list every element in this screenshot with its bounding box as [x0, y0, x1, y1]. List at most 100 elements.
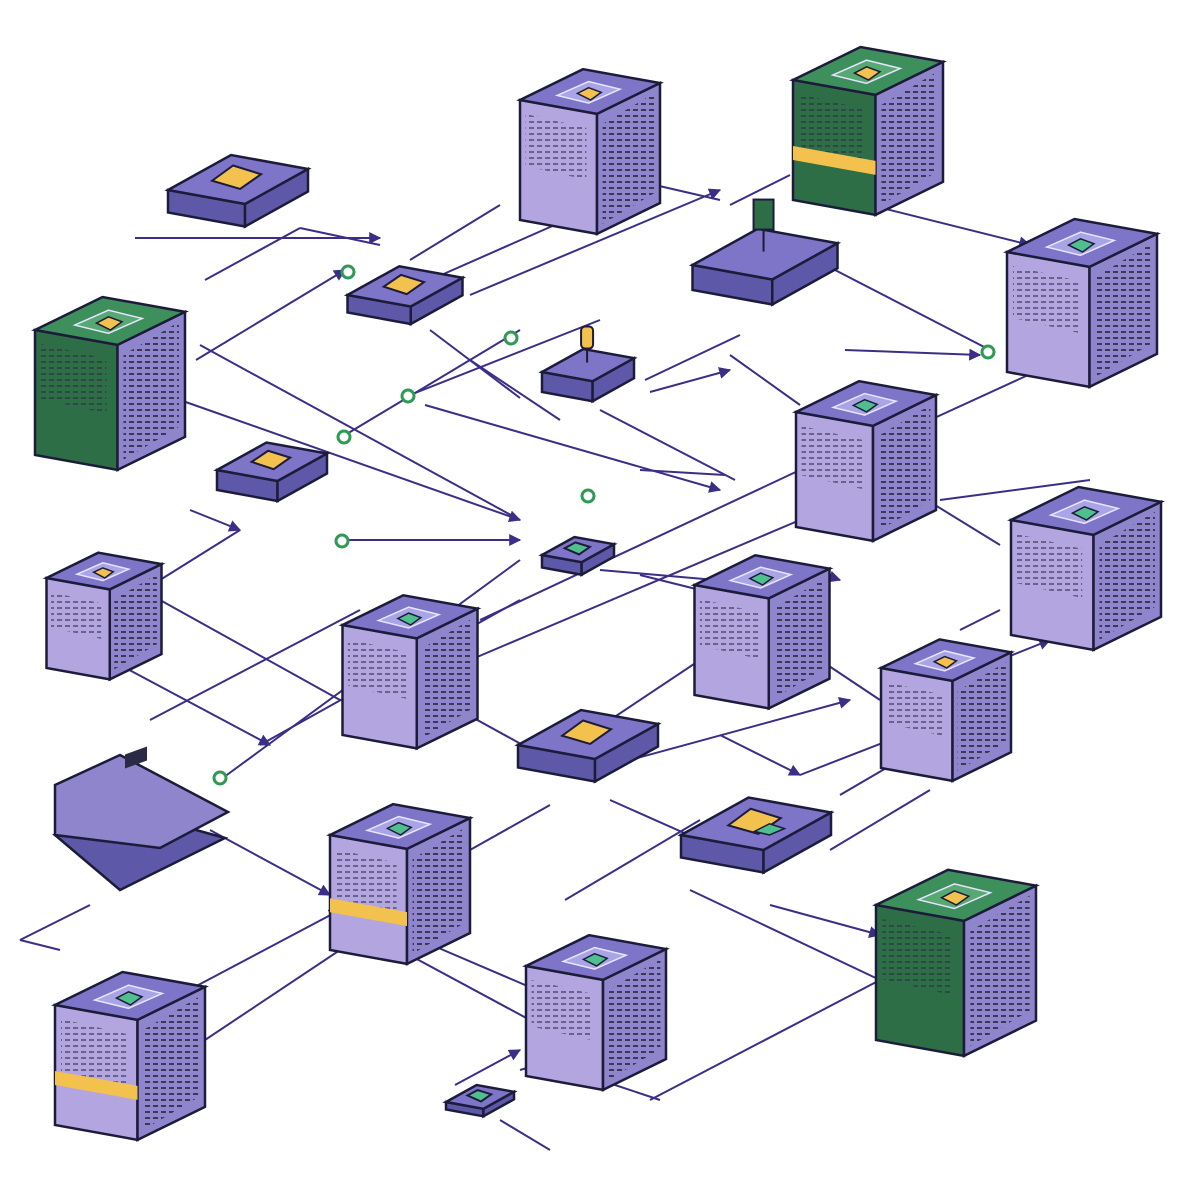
server-green-top-right — [789, 45, 947, 217]
chip-icon — [396, 612, 423, 626]
chip-icon — [385, 821, 413, 836]
status-stripe — [330, 898, 407, 927]
connection-line — [639, 469, 726, 476]
platform-top — [538, 347, 638, 383]
status-stripe — [793, 146, 876, 175]
pad-tiny-center — [538, 535, 618, 577]
vent-grille — [1017, 534, 1083, 599]
junction-node — [400, 388, 416, 404]
chip-icon — [94, 315, 124, 331]
junction-node — [340, 264, 356, 280]
panel-port-icon — [125, 746, 147, 769]
server-lower-center — [326, 802, 474, 966]
vent-grille — [886, 682, 943, 736]
chip-icon — [559, 719, 614, 746]
pad-top-left — [164, 153, 312, 229]
connection-line — [689, 889, 881, 981]
connection-line — [729, 354, 801, 406]
chip-icon — [562, 541, 593, 556]
connection-line — [609, 659, 701, 721]
server-right-upper — [1003, 217, 1161, 389]
vent-grille — [799, 94, 865, 161]
junction-node — [580, 488, 596, 504]
connection-line — [469, 188, 722, 296]
vent-grille — [412, 828, 465, 954]
vent-grille — [1095, 243, 1151, 377]
vent-grille — [1099, 511, 1155, 640]
connection-line — [834, 269, 991, 351]
junction-node — [336, 429, 352, 445]
connection-line — [769, 904, 882, 938]
connection-line — [719, 734, 802, 776]
server-center-right — [792, 379, 940, 543]
connection-line — [149, 609, 361, 721]
vent-grille — [878, 405, 931, 531]
vent-grille — [882, 919, 952, 996]
connection-line — [179, 399, 522, 523]
connection-line — [939, 479, 1091, 501]
connection-line — [159, 599, 341, 701]
connection-line — [299, 227, 381, 246]
connection-line — [934, 504, 1001, 546]
pad-tiny-bottom — [442, 1083, 518, 1119]
pin-icon — [580, 325, 595, 350]
connection-line — [829, 789, 931, 851]
junction-nodes — [212, 264, 996, 786]
vent-grille — [525, 114, 587, 180]
connection-line — [799, 739, 891, 776]
server-right-lower — [877, 638, 1015, 783]
connection-line — [654, 184, 721, 201]
vent-grille — [531, 980, 593, 1041]
vent-grille — [51, 592, 102, 639]
chip-icon — [851, 398, 879, 413]
platform-top — [688, 227, 842, 281]
pad-left-middle — [213, 441, 331, 504]
connection-line — [629, 697, 852, 761]
pad-upper-center — [343, 264, 467, 327]
connection-line — [599, 409, 736, 481]
vent-grille — [123, 321, 179, 460]
connection-line — [479, 469, 801, 621]
vent-grille — [774, 578, 825, 699]
connection-line — [469, 359, 561, 421]
vent-grille — [41, 344, 107, 414]
status-stripe — [55, 1071, 138, 1100]
chip-icon — [581, 952, 609, 967]
vent-grille — [608, 959, 661, 1080]
connection-line — [564, 819, 701, 901]
connection-line — [469, 804, 551, 851]
connection-line — [649, 367, 732, 393]
vent-grille — [1013, 266, 1079, 333]
components-layer — [31, 45, 1165, 1142]
chip-icon — [932, 655, 958, 669]
connection-line — [399, 949, 531, 1021]
server-center — [338, 593, 482, 751]
connection-line — [639, 574, 701, 591]
connection-line — [344, 329, 521, 436]
vent-grille — [61, 1019, 127, 1086]
chip-icon — [381, 273, 427, 296]
connection-line — [729, 174, 791, 206]
chip-icon — [91, 567, 115, 579]
vent-grille — [881, 71, 937, 205]
chip-icon — [249, 449, 293, 471]
chip-icon — [114, 990, 144, 1006]
connection-line — [209, 829, 332, 896]
server-green-bottom-right — [872, 868, 1040, 1058]
panel-top — [53, 753, 231, 850]
connection-line — [204, 227, 301, 281]
connection-line — [959, 609, 1001, 631]
chip-icon — [752, 822, 787, 836]
pad-small-center — [538, 325, 638, 404]
connection-line — [424, 404, 722, 493]
server-middle-right — [690, 553, 834, 711]
connection-line — [199, 344, 521, 521]
vent-grille — [699, 599, 759, 659]
connection-line — [159, 529, 241, 581]
junction-node — [212, 770, 228, 786]
connection-line — [195, 269, 347, 361]
panel-bottom-left — [52, 746, 231, 892]
pad-hub-center — [514, 708, 662, 784]
chip-icon — [1070, 505, 1100, 521]
server-green-left — [31, 295, 189, 472]
